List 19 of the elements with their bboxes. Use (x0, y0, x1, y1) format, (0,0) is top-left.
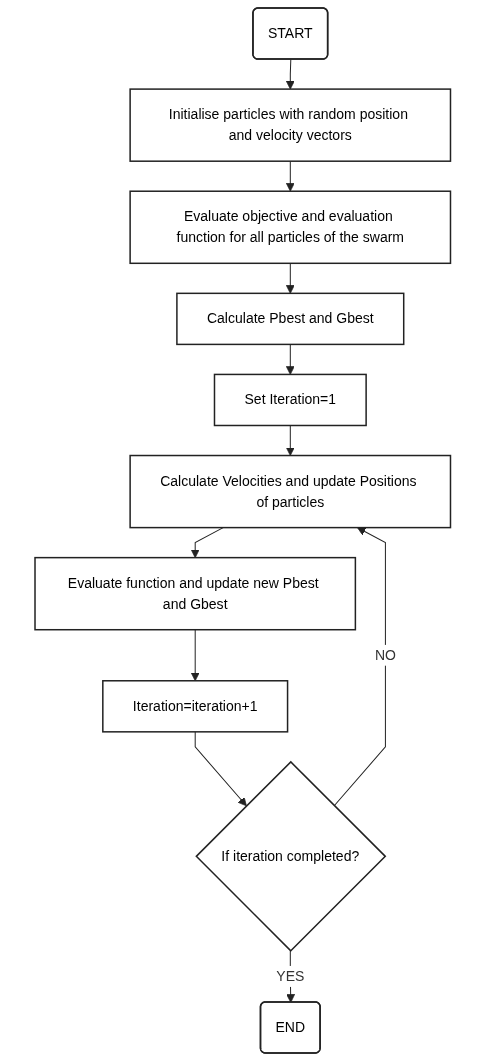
arrow (190, 629, 200, 682)
arrow (285, 343, 295, 375)
edge-label: YES (276, 967, 305, 984)
edge-label: NO (374, 646, 396, 663)
node-box: Evaluate objective and evaluation function for all particles of the swarm (129, 190, 451, 265)
arrow (285, 425, 295, 456)
node-box: Calculate Velocities and update Positions of particles (129, 454, 451, 529)
node-box: Set Iteration=1 (213, 373, 367, 427)
node-box: Evaluate function and update new Pbest and Gbest (34, 556, 356, 631)
arrow (285, 262, 295, 294)
arrow (333, 527, 386, 807)
arrow (285, 59, 295, 90)
arrow (194, 731, 247, 807)
node-box: Calculate Pbest and Gbest (175, 292, 405, 346)
node-box: Iteration=iteration+1 (101, 680, 289, 733)
node-diamond: If iteration completed? (195, 760, 387, 952)
node-box: Initialise particles with random position and velocity vectors (129, 88, 451, 162)
arrow (190, 527, 224, 559)
arrow (285, 160, 295, 192)
